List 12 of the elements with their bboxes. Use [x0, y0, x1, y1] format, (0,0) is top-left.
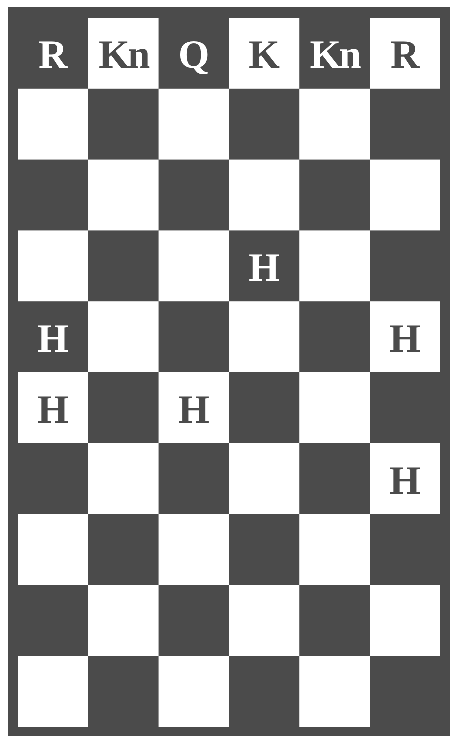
piece-marker: H [178, 390, 210, 430]
piece-marker: H [38, 390, 69, 430]
piece-marker: H [390, 460, 421, 501]
piece-label: Q [178, 35, 210, 76]
piece-label: R [390, 35, 420, 76]
piece-marker: H [390, 319, 421, 360]
piece-label: R [38, 35, 68, 76]
piece-marker: H [248, 248, 280, 288]
piece-label: Kn [310, 35, 360, 76]
piece-marker: H [38, 319, 69, 360]
piece-label: K [248, 35, 280, 76]
piece-label: Kn [98, 35, 148, 76]
